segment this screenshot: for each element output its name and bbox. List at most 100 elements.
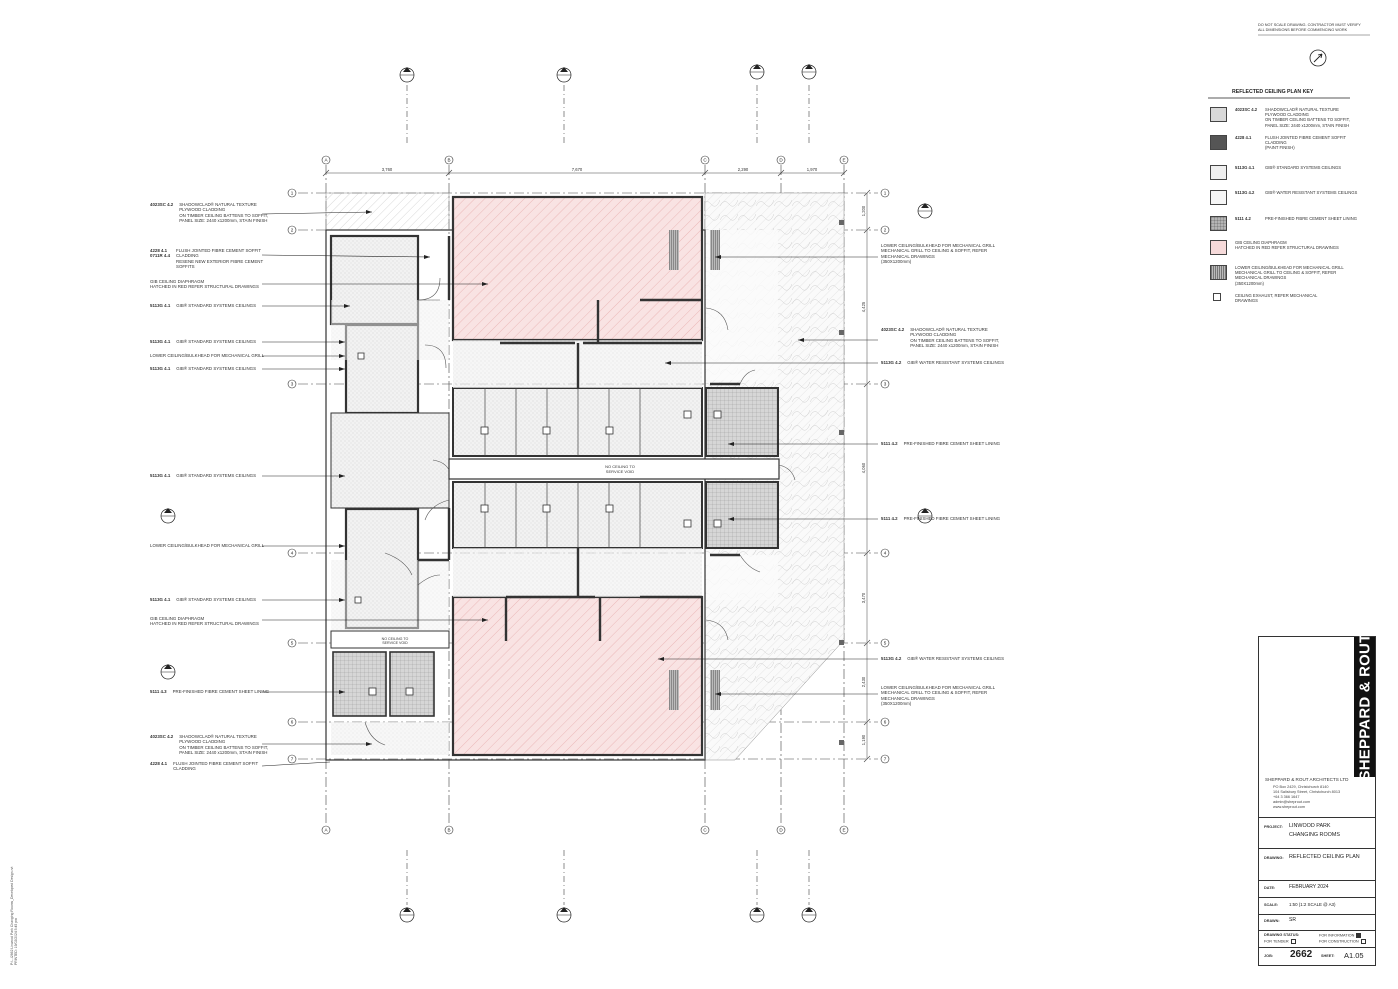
note-code: 5113G 4.1	[150, 366, 171, 371]
drawn-value: SR	[1289, 917, 1296, 923]
service-void-label-left: NO CEILING TO SERVICE VOID	[381, 637, 409, 645]
note-text: PRE-FINISHED FIBRE CEMENT SHEET LINING	[903, 441, 1001, 446]
grid-bubble-2-label: 2	[291, 228, 294, 233]
exhaust-fan	[357, 352, 365, 360]
shower-block-lower	[452, 481, 703, 549]
grid-bubble-A-bottom	[321, 825, 331, 835]
dimension-right: 1,190	[861, 734, 866, 745]
grid-bubble-4-right-label: 4	[884, 551, 887, 556]
grid-bubble-2	[287, 225, 297, 235]
grid-bubble-7-right-label: 7	[884, 757, 887, 762]
grid-bubble-B-bottom	[444, 825, 454, 835]
key-swatch	[1213, 293, 1221, 301]
sheet-label: SHEET:	[1321, 954, 1335, 958]
title-block: SHEPPARD & ROUT SHEPPARD & ROUT ARCHITEC…	[1258, 634, 1376, 966]
grid-bubble-5	[287, 638, 297, 648]
section-marker	[749, 64, 765, 80]
grid-bubble-A-label: A	[324, 158, 328, 163]
grid-bubble-7-label: 7	[291, 757, 294, 762]
grid-bubble-3-right-label: 3	[884, 382, 887, 387]
dimension-right: 4,060	[861, 462, 866, 473]
room-left-lower	[331, 560, 449, 630]
note-text: GIB® STANDARD SYSTEMS CEILINGS	[176, 366, 257, 371]
key-swatch	[1210, 240, 1227, 255]
note-text: SHADOWCLAD® NATURAL TEXTURE PLYWOOD CLAD…	[910, 327, 1000, 348]
grid-bubble-5-right-label: 5	[884, 641, 887, 646]
grid-bubble-A	[321, 155, 331, 165]
grid-bubble-B	[444, 155, 454, 165]
grid-bubble-1-right	[880, 188, 890, 198]
note-text: GIB® STANDARD SYSTEMS CEILINGS	[176, 597, 257, 602]
annotation-note: LOWER CEILING/BULKHEAD FOR MECHANICAL GR…	[150, 543, 264, 548]
dimension-top: 1,970	[807, 167, 818, 172]
grid-bubble-6-label: 6	[291, 720, 294, 725]
date-value: FEBRUARY 2024	[1289, 884, 1329, 890]
service-void-label: NO CEILING TO SERVICE VOID	[605, 464, 635, 474]
annotation-note: 4023SC 4.2 SHADOWCLAD® NATURAL TEXTURE PL…	[150, 202, 268, 223]
note-text: PRE-FINISHED FIBRE CEMENT SHEET LINING	[172, 689, 270, 694]
grid-bubble-E-bottom	[839, 825, 849, 835]
grid-bubble-6	[287, 717, 297, 727]
grid-bubble-A-bottom-label: A	[324, 828, 328, 833]
note-code: 5111 4.3	[150, 689, 167, 694]
note-code: 5113G 4.1	[150, 303, 171, 308]
job-label: JOB:	[1264, 954, 1274, 958]
key-code: 5113G 4.2	[1235, 190, 1255, 195]
note-text: GIB® WATER RESISTANT SYSTEMS CEILINGS	[907, 360, 1005, 365]
status-tender: FOR TENDER	[1264, 939, 1296, 944]
note-code: 4228 4.1	[150, 761, 168, 766]
diaphragm-zone-top	[451, 195, 704, 342]
dimension-top: 7,670	[572, 167, 583, 172]
date-label: DATE:	[1264, 886, 1276, 890]
note-code: 5113G 4.1	[150, 339, 171, 344]
tiled-room-left-a	[332, 651, 387, 717]
key-swatch	[1210, 265, 1227, 280]
exhaust-fan	[480, 504, 489, 513]
soffit-plywood-left	[326, 193, 449, 230]
key-description: GIB® WATER RESISTANT SYSTEMS CEILINGS	[1265, 190, 1358, 195]
corridor-left	[330, 412, 450, 509]
grid-bubble-2-right-label: 2	[884, 228, 887, 233]
annotation-note: 5111 4.2 PRE-FINISHED FIBRE CEMENT SHEET …	[881, 441, 1000, 446]
note-code: 4228 4.1 0711R 4.4	[150, 248, 171, 259]
annotation-note: 5113G 4.1 GIB® STANDARD SYSTEMS CEILINGS	[150, 366, 256, 371]
key-swatch	[1210, 107, 1227, 122]
brand-bar: SHEPPARD & ROUT	[1354, 634, 1375, 780]
mechanical-grill	[669, 670, 679, 710]
key-description: CEILING EXHAUST, REFER MECHANICAL DRAWIN…	[1235, 293, 1318, 304]
status-construction: FOR CONSTRUCTION	[1319, 939, 1366, 944]
section-marker	[917, 203, 933, 219]
grid-bubble-4-label: 4	[291, 551, 294, 556]
note-code: 4023SC 4.2	[150, 202, 174, 207]
tiled-room-right-lower	[705, 481, 779, 549]
dimension-right: 2,430	[861, 676, 866, 687]
project-label: PROJECT:	[1264, 825, 1283, 829]
grid-bubble-3	[287, 379, 297, 389]
note-text: GIB® STANDARD SYSTEMS CEILINGS	[176, 473, 257, 478]
note-code: 5111 4.2	[881, 441, 898, 446]
note-code: 5113G 4.2	[881, 360, 902, 365]
grid-bubble-D-bottom-label: D	[779, 828, 783, 833]
firm-address: PO Box 2429, Christchurch 8140 104 Salis…	[1273, 785, 1341, 809]
key-description: GIB CEILING DIAPHRAGM HATCHED IN RED REF…	[1235, 240, 1339, 251]
tiled-room-right-upper	[705, 387, 779, 457]
annotation-note: GIB CEILING DIAPHRAGM HATCHED IN RED REF…	[150, 279, 259, 290]
annotation-note: 5111 4.3 PRE-FINISHED FIBRE CEMENT SHEET …	[150, 689, 269, 694]
north-arrow	[1309, 49, 1327, 67]
section-marker	[556, 907, 572, 923]
exhaust-fan	[542, 426, 551, 435]
note-text: GIB CEILING DIAPHRAGM HATCHED IN RED REF…	[150, 616, 259, 627]
exhaust-fan	[542, 504, 551, 513]
mechanical-grill	[710, 230, 720, 270]
status-label: DRAWING STATUS:	[1264, 933, 1300, 937]
grid-bubble-D	[776, 155, 786, 165]
note-text: SHADOWCLAD® NATURAL TEXTURE PLYWOOD CLAD…	[179, 202, 269, 223]
diaphragm-zone-bottom	[451, 595, 704, 757]
annotation-note: 4228 4.1 0711R 4.4FLUSH JOINTED FIBRE CE…	[150, 248, 263, 269]
note-text: LOWER CEILING/BULKHEAD FOR MECHANICAL GR…	[881, 243, 996, 264]
soffit-bottom-left	[331, 722, 449, 755]
